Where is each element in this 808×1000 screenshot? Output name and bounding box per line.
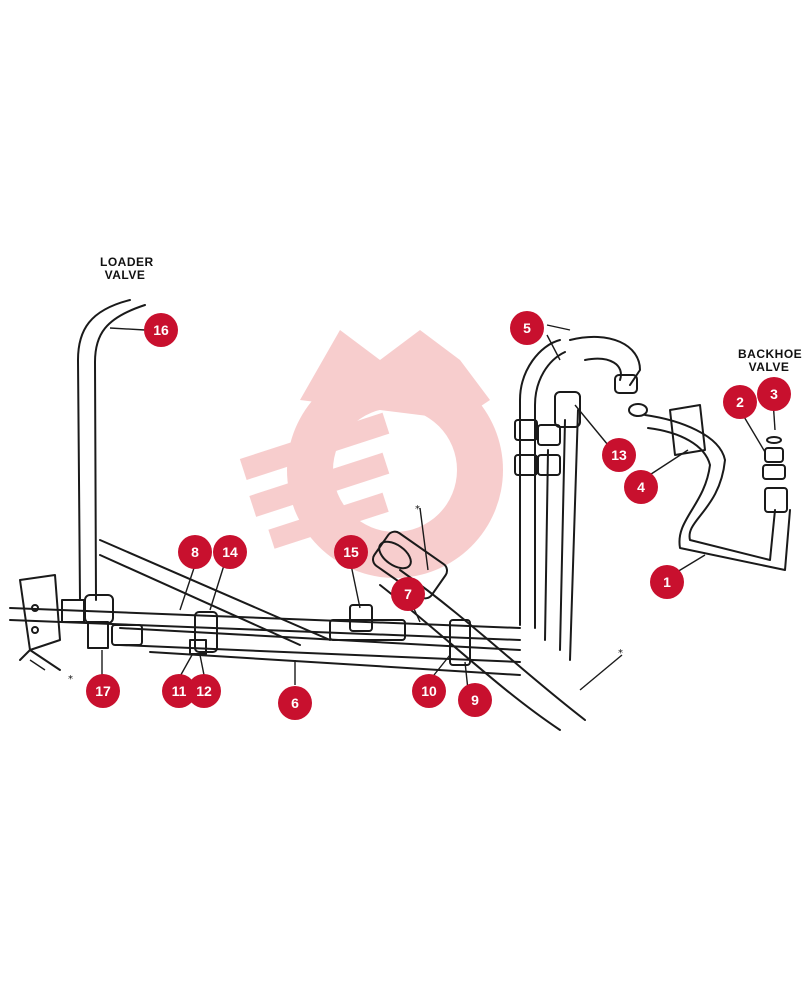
callout-5: 5 [510, 311, 544, 345]
callout-9: 9 [458, 683, 492, 717]
callout-17: 17 [86, 674, 120, 708]
watermark-logo [239, 330, 503, 578]
callout-2: 2 [723, 385, 757, 419]
callout-14: 14 [213, 535, 247, 569]
asterisk-note: * [68, 674, 73, 685]
loader-valve-line2: VALVE [104, 268, 146, 282]
asterisk-note: * [415, 504, 420, 515]
callout-12: 12 [187, 674, 221, 708]
callout-8: 8 [178, 535, 212, 569]
callout-10: 10 [412, 674, 446, 708]
callout-1: 1 [650, 565, 684, 599]
callout-4: 4 [624, 470, 658, 504]
asterisk-note: * [618, 648, 623, 659]
callout-7: 7 [391, 577, 425, 611]
callout-3: 3 [757, 377, 791, 411]
backhoe-valve-line2: VALVE [748, 360, 790, 374]
callout-13: 13 [602, 438, 636, 472]
callout-15: 15 [334, 535, 368, 569]
callout-16: 16 [144, 313, 178, 347]
backhoe-valve-line1: BACKHOE [738, 347, 803, 361]
callout-6: 6 [278, 686, 312, 720]
loader-valve-label: LOADER VALVE [100, 255, 154, 282]
loader-valve-line1: LOADER [100, 255, 154, 269]
backhoe-valve-label: BACKHOE VALVE [738, 347, 803, 374]
